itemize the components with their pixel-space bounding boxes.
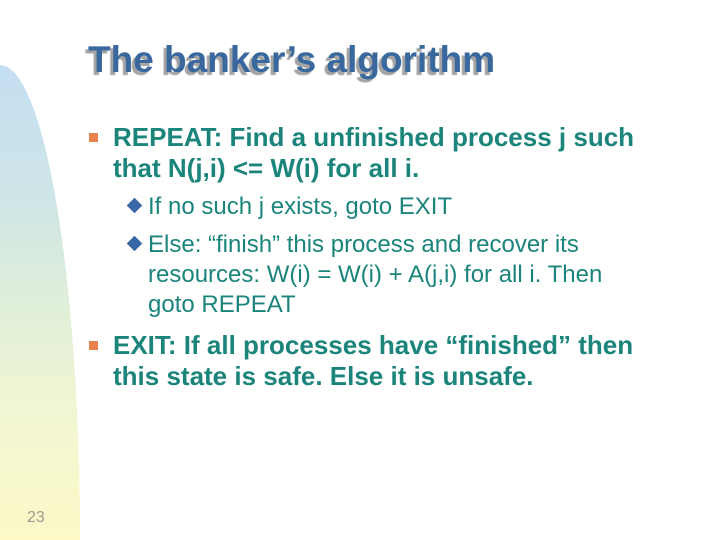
bullet-line: goto REPEAT [148, 291, 296, 318]
bullet-text: REPEAT: Find a unfinished process j such… [113, 122, 634, 184]
slide-body: REPEAT: Find a unfinished process j such… [88, 122, 710, 392]
slide-title: The banker’s algorithm [88, 39, 496, 80]
bullet-line: resources: W(i) = W(i) + A(j,i) for all … [148, 261, 603, 288]
page-number: 23 [27, 509, 45, 526]
square-bullet-icon [89, 133, 98, 142]
bullet-line: REPEAT: Find a unfinished process j such [113, 122, 635, 152]
bullet-line: If no such j exists, goto EXIT [148, 193, 453, 220]
bullet-text: EXIT: If all processes have “finished” t… [113, 330, 633, 392]
sub-bullet-text: If no such j exists, goto EXIT [148, 192, 452, 222]
bullet-line: EXIT: If all processes have “finished” t… [113, 330, 634, 360]
bullet-line: Else: “finish” this process and recover … [148, 231, 579, 258]
diamond-bullet-icon [126, 235, 143, 252]
square-bullet-icon [89, 341, 98, 350]
bullet-line: that N(j,i) <= W(i) for all i. [113, 153, 420, 183]
sub-bullet-item-else: Else: “finish” this process and recover … [126, 230, 710, 320]
sub-bullet-item-if: If no such j exists, goto EXIT [126, 192, 710, 222]
side-gradient-decoration [0, 65, 80, 540]
diamond-bullet-icon [126, 197, 143, 214]
bullet-item-exit: EXIT: If all processes have “finished” t… [88, 330, 710, 392]
bullet-line: this state is safe. Else it is unsafe. [113, 361, 534, 391]
sub-bullet-text: Else: “finish” this process and recover … [148, 230, 602, 320]
bullet-item-repeat: REPEAT: Find a unfinished process j such… [88, 122, 710, 184]
